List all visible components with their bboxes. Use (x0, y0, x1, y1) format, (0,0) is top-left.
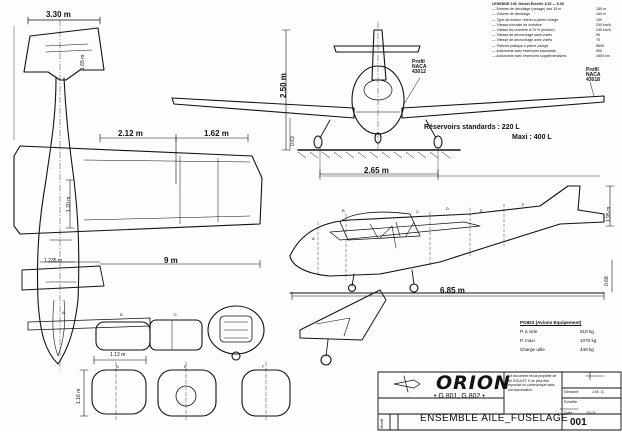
weight-value: 1070 kg (580, 338, 597, 343)
note-item: — Vitesse de décrochage avec volets (492, 38, 553, 43)
plan-view (13, 16, 263, 373)
section-letter-a: A (62, 310, 65, 315)
section-letter-d: D (116, 364, 119, 369)
note-value: 95 (596, 33, 600, 38)
note-value: 5800 (596, 43, 604, 48)
profile-root-label: Profil NACA 43012 (412, 60, 426, 75)
tail-height-dimension: 1.95 m (606, 206, 612, 222)
note-value: 160 m (596, 12, 606, 17)
echelle-label: Echelle (564, 399, 578, 404)
weight-value: 440 kg (580, 347, 594, 352)
ground-clearance-front: 0.63 (290, 136, 296, 146)
side-letter-b: B (342, 208, 345, 213)
front-view (171, 21, 605, 181)
section-letter-e: E (184, 364, 187, 369)
profile-tip-1: Profil (586, 67, 599, 73)
note-item: — Autonomie avec réservoirs standards (492, 48, 556, 53)
note-value: 240 km/h (596, 28, 611, 33)
section-letter-c: C (174, 312, 177, 317)
ground-clearance-side: 0.68 (604, 276, 610, 286)
note-item: — Volume de décollage (492, 12, 530, 17)
date-value: 15.01. (586, 410, 598, 415)
note-item: — Vitesse de décrochage sans volets (492, 33, 553, 38)
side-letter-d: D (446, 206, 449, 211)
weights-row: P. maxi 1070 kg (520, 336, 622, 345)
note-item: — Plafond pratique a pleine charge (492, 43, 549, 48)
profile-tip-label: Profil NACA 43018 (586, 68, 600, 83)
side-letter-e: E (480, 208, 483, 213)
section-letter-b: B (120, 312, 123, 317)
side-view (289, 175, 615, 301)
section-height-dim: 1.16 m (76, 388, 82, 404)
weights-title: POIDS (Avions Equipement) (520, 320, 582, 325)
dim-9m: 9 m (164, 256, 178, 265)
section-width-dim: 1.12 m (110, 352, 126, 358)
aircraft-models: • G 801, G 802 • (434, 393, 485, 400)
profile-root-2: NACA (412, 64, 427, 70)
track-dimension: 2.65 m (364, 166, 389, 175)
side-letter-c: C (416, 209, 419, 214)
fuselage-sections (27, 289, 387, 421)
dim-2-12: 2.12 m (118, 129, 143, 138)
dessine-value: J.M. G. (592, 389, 605, 394)
section-letter-f: F (262, 364, 265, 369)
profile-root-3: 43012 (412, 69, 426, 75)
dim-1-235: 1.235 m (44, 258, 63, 264)
title-block-frame (377, 371, 622, 431)
drawing-number: 001 (570, 417, 587, 428)
dessine-label: Dessiné (564, 389, 579, 394)
modif-label: Modif. (379, 418, 384, 429)
drawing-subtitle: ENSEMBLE AILE_FUSELAGE (420, 413, 569, 424)
length-dimension: 6.85 m (440, 286, 465, 295)
note-item: — Autonomie avec réservoirs supplémentai… (492, 54, 567, 59)
ownership-notice: Ce document est la propriété de Mr GOULE… (508, 374, 557, 392)
note-value: 900 (596, 48, 602, 53)
dim-1-20: 1.20 m (66, 196, 72, 212)
note-value: 155 m (596, 7, 606, 12)
dim-1-65: 1.65 m (80, 54, 86, 70)
note-item: — Vitesse de croisière à 75 % (moteur) (492, 28, 555, 33)
weight-label: P. maxi (520, 338, 535, 343)
height-dimension: 2.50 m (279, 73, 288, 98)
profile-tip-2: NACA (586, 72, 601, 78)
weights-table: POIDS (Avions Equipement) P. à vide 610 … (520, 318, 622, 354)
tank-standard: Réservoirs standards : 220 L (424, 124, 520, 131)
note-item: — Entrées de décollage (cavage) des 15 m (492, 7, 562, 12)
date-label: Date (564, 410, 573, 415)
side-letter-a: A (312, 236, 315, 241)
note-value: 70 (596, 38, 600, 43)
note-value: 150 (596, 17, 602, 22)
weight-label: Charge utile (520, 347, 545, 352)
weights-row: P. à vide 610 kg (520, 327, 622, 336)
note-value: 250 km/h (596, 22, 611, 27)
note-value: 1800 km (596, 54, 610, 59)
notes-header: LEGENDE J.M. Goulet Échelle 1/15 — 6.00 (492, 2, 564, 6)
note-item: — Type de moteur retenu a pleine charge (492, 17, 559, 22)
performance-notes: LEGENDE J.M. Goulet Échelle 1/15 — 6.00 … (492, 2, 620, 59)
note-item: — Vitesse normale de croisière (492, 22, 542, 27)
profile-tip-3: 43018 (586, 77, 600, 83)
weight-value: 610 kg (580, 329, 594, 334)
span-dimension: 3.30 m (46, 10, 71, 19)
side-letter-f: F (522, 202, 525, 207)
dim-1-62: 1.62 m (204, 129, 229, 138)
weight-label: P. à vide (520, 329, 538, 334)
profile-root-1: Profil (412, 59, 425, 65)
weights-row: Charge utile 440 kg (520, 345, 622, 354)
tank-max: Maxi : 400 L (512, 134, 552, 141)
aircraft-name: ORION (436, 372, 511, 394)
